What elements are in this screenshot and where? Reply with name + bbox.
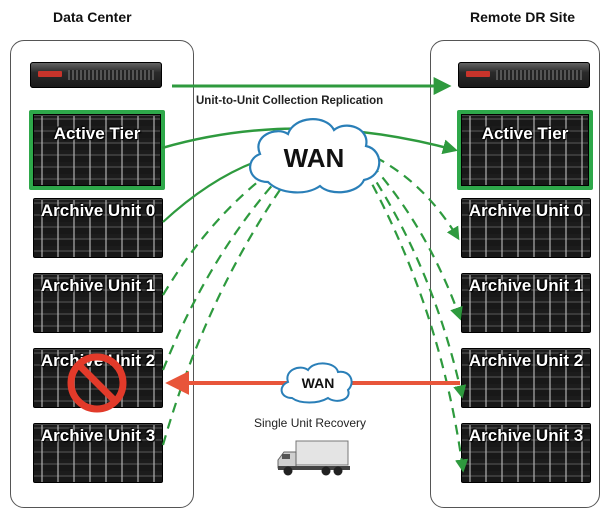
right-archive-unit-0: Archive Unit 0 <box>461 198 591 258</box>
archive-2-right-arc <box>357 153 467 399</box>
site-title-remote-dr: Remote DR Site <box>470 9 576 25</box>
right-server-appliance-icon <box>458 62 590 88</box>
prohibited-icon <box>67 353 127 413</box>
left-active-tier: Active Tier <box>29 110 165 190</box>
truck-icon <box>277 440 350 476</box>
wan-cloud-icon <box>249 118 381 194</box>
site-title-data-center: Data Center <box>53 9 132 25</box>
archive-3-right-arc <box>355 154 469 473</box>
left-active-tier-label: Active Tier <box>53 124 141 143</box>
right-archive-unit-3-label: Archive Unit 3 <box>468 426 584 445</box>
right-archive-unit-1-label: Archive Unit 1 <box>468 276 584 295</box>
left-archive-unit-0: Archive Unit 0 <box>33 198 163 258</box>
right-archive-unit-2-label: Archive Unit 2 <box>468 351 584 370</box>
left-archive-unit-1-label: Archive Unit 1 <box>40 276 156 295</box>
replication-caption: Unit-to-Unit Collection Replication <box>196 95 384 107</box>
right-active-tier: Active Tier <box>457 110 593 190</box>
left-archive-unit-1: Archive Unit 1 <box>33 273 163 333</box>
left-archive-unit-0-label: Archive Unit 0 <box>40 201 156 220</box>
wan-small-cloud-icon <box>280 362 353 404</box>
left-archive-unit-3: Archive Unit 3 <box>33 423 163 483</box>
archive-1-right-arc <box>359 151 463 321</box>
right-archive-unit-2: Archive Unit 2 <box>461 348 591 408</box>
wan-small-label: WAN <box>301 375 335 391</box>
left-archive-unit-3-label: Archive Unit 3 <box>40 426 156 445</box>
archive-3-left-arc <box>161 154 306 446</box>
left-server-appliance-icon <box>30 62 162 88</box>
right-archive-unit-1: Archive Unit 1 <box>461 273 591 333</box>
wan-large-label: WAN <box>283 143 345 173</box>
recovery-caption: Single Unit Recovery <box>254 416 367 430</box>
right-archive-unit-3: Archive Unit 3 <box>461 423 591 483</box>
right-active-tier-label: Active Tier <box>481 124 569 143</box>
right-archive-unit-0-label: Archive Unit 0 <box>468 201 584 220</box>
